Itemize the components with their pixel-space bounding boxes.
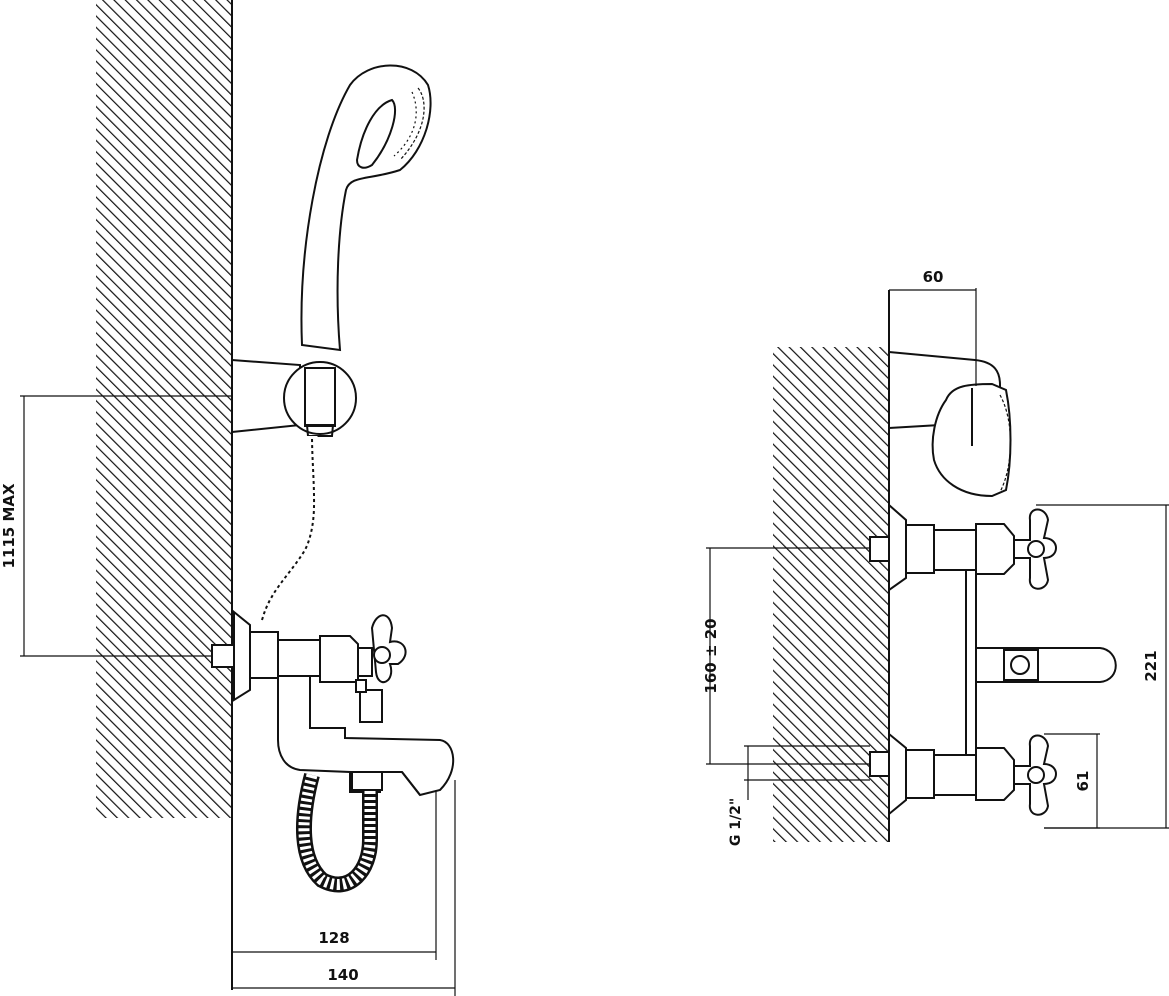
dim-widths-side: 128 140 bbox=[232, 780, 456, 996]
shower-hose-lower bbox=[296, 772, 378, 893]
dim-thread-front: G 1/2" bbox=[728, 745, 870, 846]
dim-handle-front: 61 bbox=[1044, 733, 1100, 829]
valve-upper bbox=[869, 502, 1057, 592]
dim-label-128: 128 bbox=[318, 929, 349, 947]
dim-label-160: 160 ± 20 bbox=[702, 618, 720, 693]
dim-height-side: 1115 MAX bbox=[0, 395, 232, 657]
shower-hose-upper bbox=[256, 435, 320, 622]
dim-label-221: 221 bbox=[1142, 650, 1160, 681]
dim-centers-front: 160 ± 20 bbox=[702, 547, 870, 765]
mixer-body-front bbox=[965, 570, 1117, 755]
dim-label-60: 60 bbox=[923, 268, 944, 286]
dim-label-61: 61 bbox=[1074, 771, 1092, 792]
hand-shower bbox=[300, 64, 432, 352]
shower-holder-front bbox=[888, 350, 1012, 498]
dim-label-1115: 1115 MAX bbox=[0, 483, 18, 569]
wall-hatch-left bbox=[96, 0, 232, 818]
front-view: 60 160 ± 20 G 1/2" 221 61 bbox=[702, 268, 1169, 846]
dim-label-thread: G 1/2" bbox=[728, 798, 744, 846]
dim-label-140: 140 bbox=[327, 966, 358, 984]
valve-lower bbox=[869, 731, 1057, 817]
mixer-body-side bbox=[211, 609, 455, 797]
dim-depth-front: 60 bbox=[889, 268, 977, 386]
side-view: 1115 MAX 128 140 bbox=[0, 0, 456, 996]
shower-bracket bbox=[231, 358, 357, 437]
